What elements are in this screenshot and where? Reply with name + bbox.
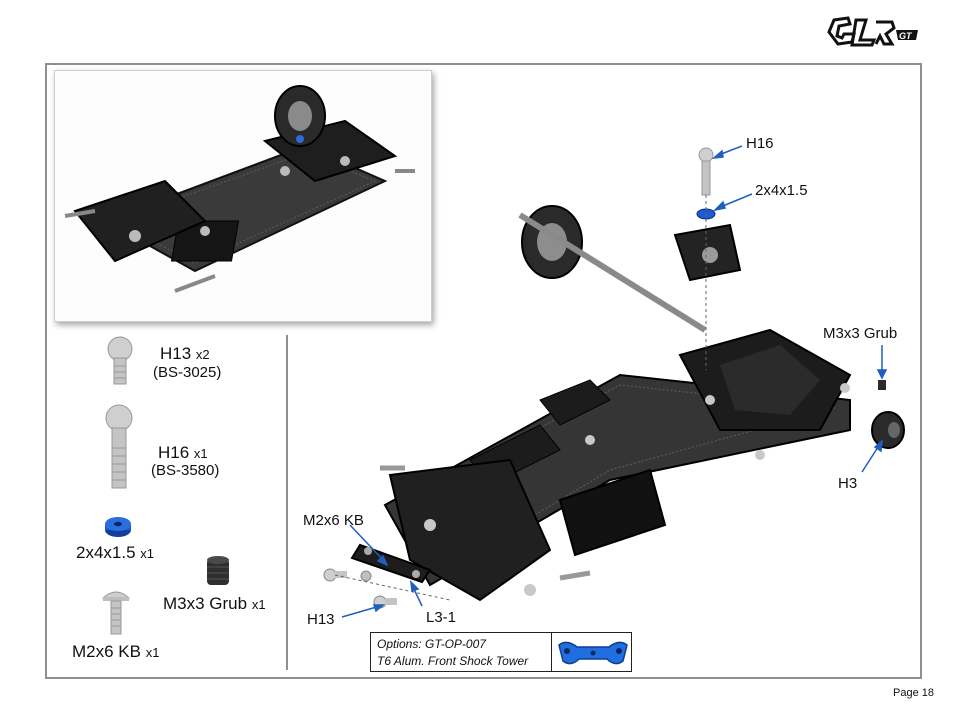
svg-text:GT: GT <box>899 31 913 41</box>
part-screw-label: M2x6 KB x1 <box>72 642 159 662</box>
part-h13-code: (BS-3025) <box>153 364 222 381</box>
part-h13-qty: x2 <box>195 347 210 362</box>
grub-screw-icon <box>207 556 229 585</box>
part-spacer-name: 2x4x1.5 <box>76 543 136 562</box>
chassis-overview-image <box>64 85 415 293</box>
section-divider <box>286 335 288 670</box>
servo <box>558 468 667 557</box>
shock-tower-l3-1 <box>350 543 432 584</box>
callout-h3: H3 <box>838 475 858 492</box>
options-box: Options: GT-OP-007 T6 Alum. Front Shock … <box>370 632 632 672</box>
spacer-icon <box>105 517 131 537</box>
part-spacer-label: 2x4x1.5 x1 <box>76 543 154 563</box>
part-h13-label: H13 x2 <box>160 344 210 364</box>
front-suspension <box>388 458 552 602</box>
part-h16-label: H16 x1 <box>158 443 208 463</box>
part-spacer-qty: x1 <box>140 546 155 561</box>
h13-ball-stud-icon <box>107 336 133 385</box>
page-number: Page 18 <box>893 687 934 699</box>
callout-arrows <box>341 145 888 618</box>
part-screw-qty: x1 <box>145 645 160 660</box>
alum-shock-tower-icon <box>558 641 628 665</box>
part-grub-label: M3x3 Grub x1 <box>163 594 266 614</box>
chassis-overview-photo <box>54 70 432 322</box>
options-line1: Options: GT-OP-007 <box>377 637 486 651</box>
part-h16-name: H16 <box>158 443 190 462</box>
glr-gt-logo-icon: GT <box>827 16 918 47</box>
main-frame <box>45 63 922 679</box>
part-h13-name: H13 <box>160 344 192 363</box>
brand-logo: GT <box>826 12 926 52</box>
part-screw-name: M2x6 KB <box>72 642 141 661</box>
callout-h13: H13 <box>307 611 335 628</box>
exploded-assembly-diagram <box>323 145 905 618</box>
callout-h16: H16 <box>746 135 774 152</box>
callout-m2x6kb: M2x6 KB <box>303 512 364 529</box>
m2x6-kb-screw-icon <box>101 591 131 635</box>
part-h16-code: (BS-3580) <box>151 462 220 479</box>
part-grub-qty: x1 <box>251 597 266 612</box>
h16-ball-stud-icon <box>105 404 133 489</box>
part-h16-qty: x1 <box>193 446 208 461</box>
callout-spacer: 2x4x1.5 <box>755 182 808 199</box>
callout-l31: L3-1 <box>426 609 457 626</box>
options-separator <box>551 633 552 671</box>
drive-shaft <box>518 212 707 333</box>
options-line2: T6 Alum. Front Shock Tower <box>377 654 529 668</box>
part-grub-name: M3x3 Grub <box>163 594 248 613</box>
callout-grub: M3x3 Grub <box>823 325 898 342</box>
